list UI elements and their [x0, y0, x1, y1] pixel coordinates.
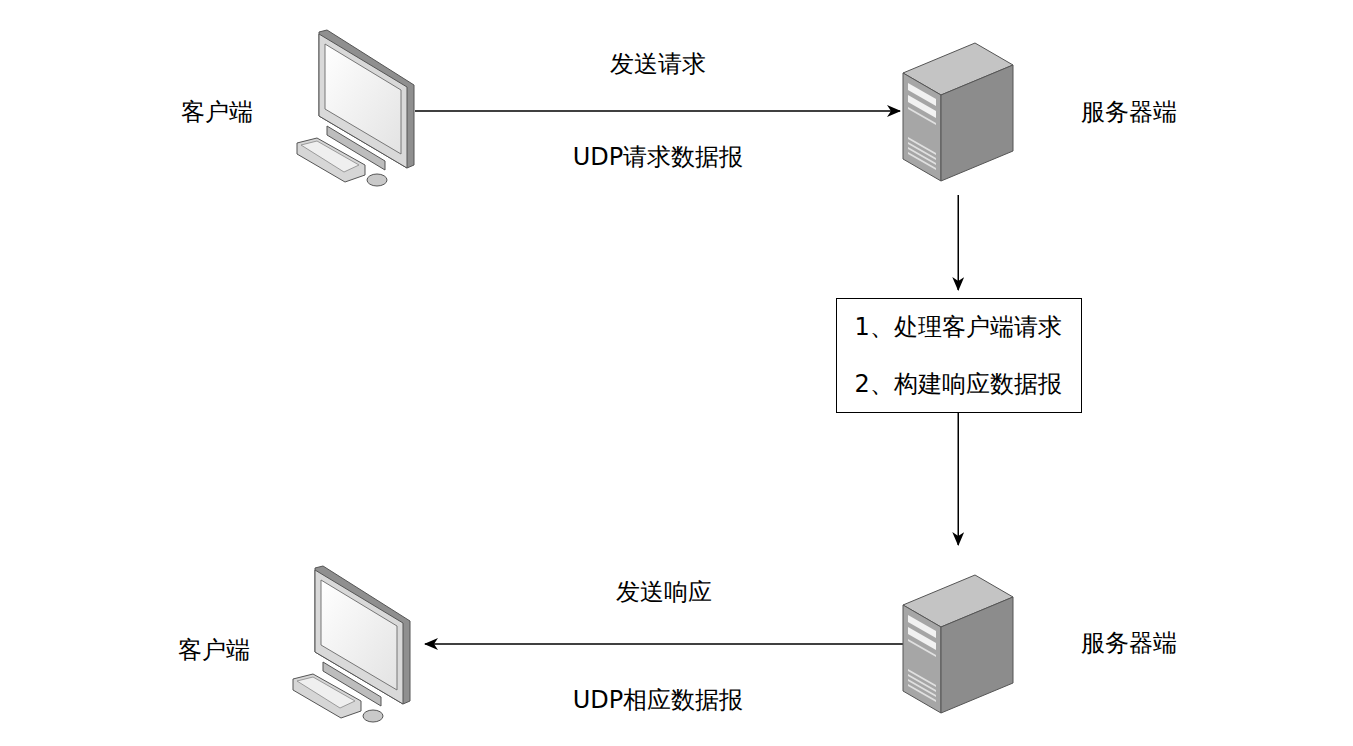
datagram-label: UDP请求数据报 [571, 143, 746, 171]
arrow-connector [958, 413, 960, 545]
node-label: 服务器端 [1081, 98, 1177, 126]
client-node: 客户端 [293, 569, 411, 721]
arrow-connector [415, 110, 900, 112]
node-label: 客户端 [181, 98, 253, 126]
edge-label: 发送请求 [608, 50, 708, 78]
client-computer-icon [297, 30, 417, 190]
edge-label: 发送响应 [614, 578, 714, 606]
arrow-connector [425, 643, 903, 645]
process-box: 1、处理客户端请求 2、构建响应数据报 [836, 298, 1082, 413]
client-computer-icon [293, 566, 413, 726]
server-icon [903, 575, 1015, 715]
node-label: 服务器端 [1081, 629, 1177, 657]
server-node: 服务器端 [903, 575, 1013, 713]
box-text: 2、构建响应数据报 [855, 370, 1063, 398]
server-node: 服务器端 [903, 43, 1013, 181]
node-label: 客户端 [178, 636, 250, 664]
datagram-label: UDP相应数据报 [571, 686, 746, 714]
box-text: 1、处理客户端请求 [855, 313, 1063, 341]
arrow-connector [958, 195, 960, 290]
client-node: 客户端 [297, 35, 413, 187]
server-icon [903, 43, 1015, 183]
